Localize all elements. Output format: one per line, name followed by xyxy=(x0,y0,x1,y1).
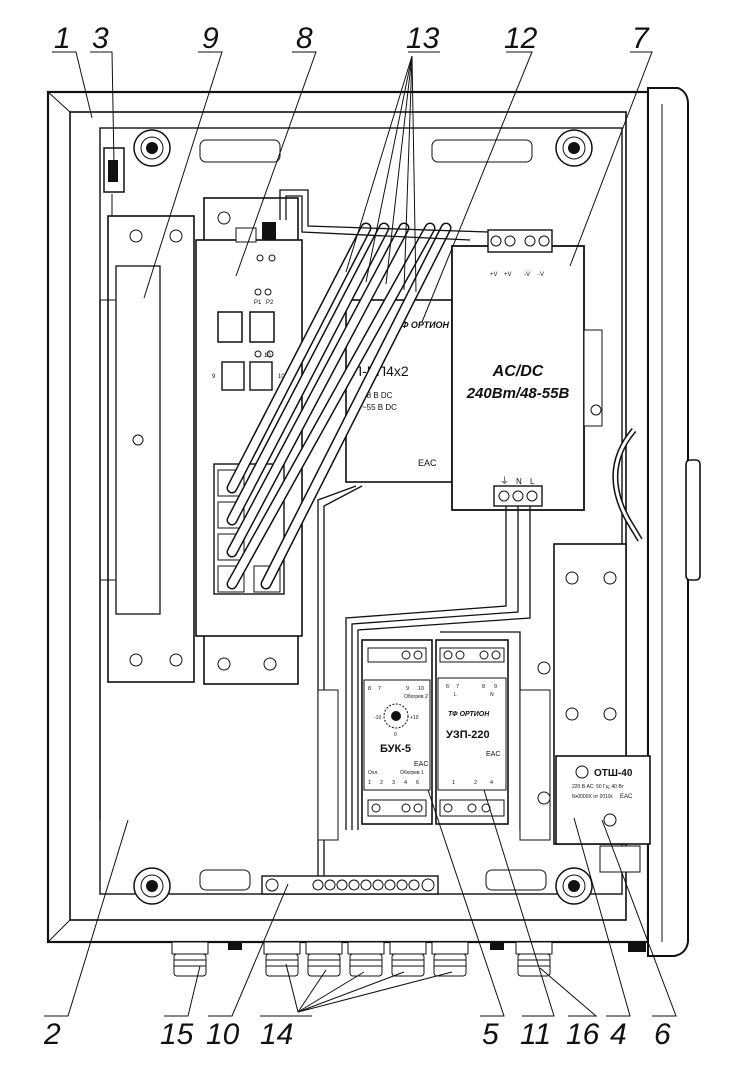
uzp-top-caption-right: N xyxy=(490,692,494,698)
otsh-mark: EAC xyxy=(620,794,633,800)
buk-top-label-1: 8 xyxy=(368,686,371,692)
callout-16: 16 xyxy=(566,1018,600,1051)
buk-bottom-caption-right: Обогрев 1 xyxy=(400,770,424,776)
callout-9: 9 xyxy=(202,22,219,55)
callout-4: 4 xyxy=(610,1018,627,1051)
uzp-top-caption: L xyxy=(454,692,457,698)
injector-spec-1: ~8 В DC xyxy=(362,391,393,400)
psu-n-label: N xyxy=(516,477,522,486)
switch-led-label-1: P1 xyxy=(254,300,262,306)
psu-line-1: AC/DC xyxy=(492,363,544,380)
buk-title: БУК-5 xyxy=(380,743,411,755)
callout-13: 13 xyxy=(406,22,440,55)
psu-terminal-2: +V xyxy=(504,272,512,278)
callout-labels: 1 3 9 8 13 12 7 2 15 10 14 5 11 16 4 6 xyxy=(43,22,671,1051)
psu-line-2: 240Вт/48-55В xyxy=(466,385,570,402)
psu-terminal-1: +V xyxy=(490,272,498,278)
uzp-mark: EAC xyxy=(486,751,500,758)
switch-port-label-9: 9 xyxy=(212,374,216,380)
buk-top-label-2: 7 xyxy=(378,686,381,692)
heater-otsh-40: ОТШ-40 220 В АС; 50 Гц; 40 Вт N•0000X от… xyxy=(555,755,651,873)
buk-bottom-label-4: 4 xyxy=(404,780,407,786)
callout-5: 5 xyxy=(482,1018,499,1051)
uzp-bottom-label-1: 1 xyxy=(452,780,455,786)
uzp-top-label-3: 8 xyxy=(482,684,485,690)
injector-spec-2: ~55 В DC xyxy=(362,403,397,412)
cable-glands xyxy=(171,941,646,977)
buk-bottom-label-5: 6 xyxy=(416,780,419,786)
otsh-title: ОТШ-40 xyxy=(594,768,633,779)
buk-top-label-4: 10 xyxy=(418,686,424,692)
callout-8: 8 xyxy=(296,22,313,55)
psu-ground-label: ⏚ xyxy=(500,476,509,486)
uzp-top-label-4: 9 xyxy=(494,684,497,690)
buk-bottom-label-2: 2 xyxy=(380,780,383,786)
otsh-serial: N•0000X от 2019г. xyxy=(572,794,613,800)
uzp-top-label-2: 7 xyxy=(456,684,459,690)
uzp-220-protector: 6 7 8 9 L N ТФ ОРТИОН УЗП-220 EAC 1 2 4 xyxy=(435,639,509,825)
buk-bottom-label-1: 1 xyxy=(368,780,371,786)
callout-6: 6 xyxy=(654,1018,671,1051)
corner-bosses xyxy=(133,129,593,905)
uzp-top-label-1: 6 xyxy=(446,684,449,690)
buk-5-controller: 8 7 9 10 Обогрев 2 -10 +10 0 БУК-5 EAC О… xyxy=(361,639,433,825)
latch-3 xyxy=(103,147,125,220)
buk-top-caption: Обогрев 2 xyxy=(404,694,428,700)
callout-3: 3 xyxy=(92,22,109,55)
buk-top-label-3: 9 xyxy=(406,686,409,692)
switch-sfp-label: 10 xyxy=(264,353,271,359)
callout-1: 1 xyxy=(54,22,71,55)
callout-7: 7 xyxy=(632,22,650,55)
callout-2: 2 xyxy=(43,1018,61,1051)
callout-14: 14 xyxy=(260,1018,293,1051)
callout-15: 15 xyxy=(160,1018,194,1051)
psu-l-label: L xyxy=(530,477,535,486)
buk-bottom-label-3: 3 xyxy=(392,780,395,786)
mounting-bracket-9 xyxy=(99,215,195,820)
buk-scale-right: +10 xyxy=(410,715,419,721)
ground-bus-10 xyxy=(261,875,439,895)
uzp-bottom-label-2: 2 xyxy=(474,780,477,786)
leader-lines xyxy=(44,51,677,1017)
buk-scale-left: -10 xyxy=(374,715,381,721)
buk-mark: EAC xyxy=(414,761,428,768)
psu-terminal-4: -V xyxy=(538,272,544,278)
callout-10: 10 xyxy=(206,1018,240,1051)
switch-port-label-10: 10 xyxy=(278,374,285,380)
otsh-spec: 220 В АС; 50 Гц; 40 Вт xyxy=(572,784,624,790)
callout-12: 12 xyxy=(504,22,538,55)
switch-led-label-2: P2 xyxy=(266,300,274,306)
uzp-title: УЗП-220 xyxy=(446,729,490,741)
buk-scale-bottom: 0 xyxy=(394,732,397,738)
injector-brand: ТФ ОРТИОН xyxy=(396,320,450,330)
power-supply-7: +V +V -V -V AC/DC 240Вт/48-55В ⏚ N L xyxy=(451,229,603,511)
din-rail-block xyxy=(317,689,551,841)
injector-mark: EAC xyxy=(418,458,437,468)
callout-11: 11 xyxy=(520,1018,551,1051)
uzp-brand: ТФ ОРТИОН xyxy=(448,711,490,718)
buk-bottom-caption-left: Охл. xyxy=(368,770,379,776)
psu-terminal-3: -V xyxy=(524,272,530,278)
uzp-bottom-label-3: 4 xyxy=(490,780,493,786)
